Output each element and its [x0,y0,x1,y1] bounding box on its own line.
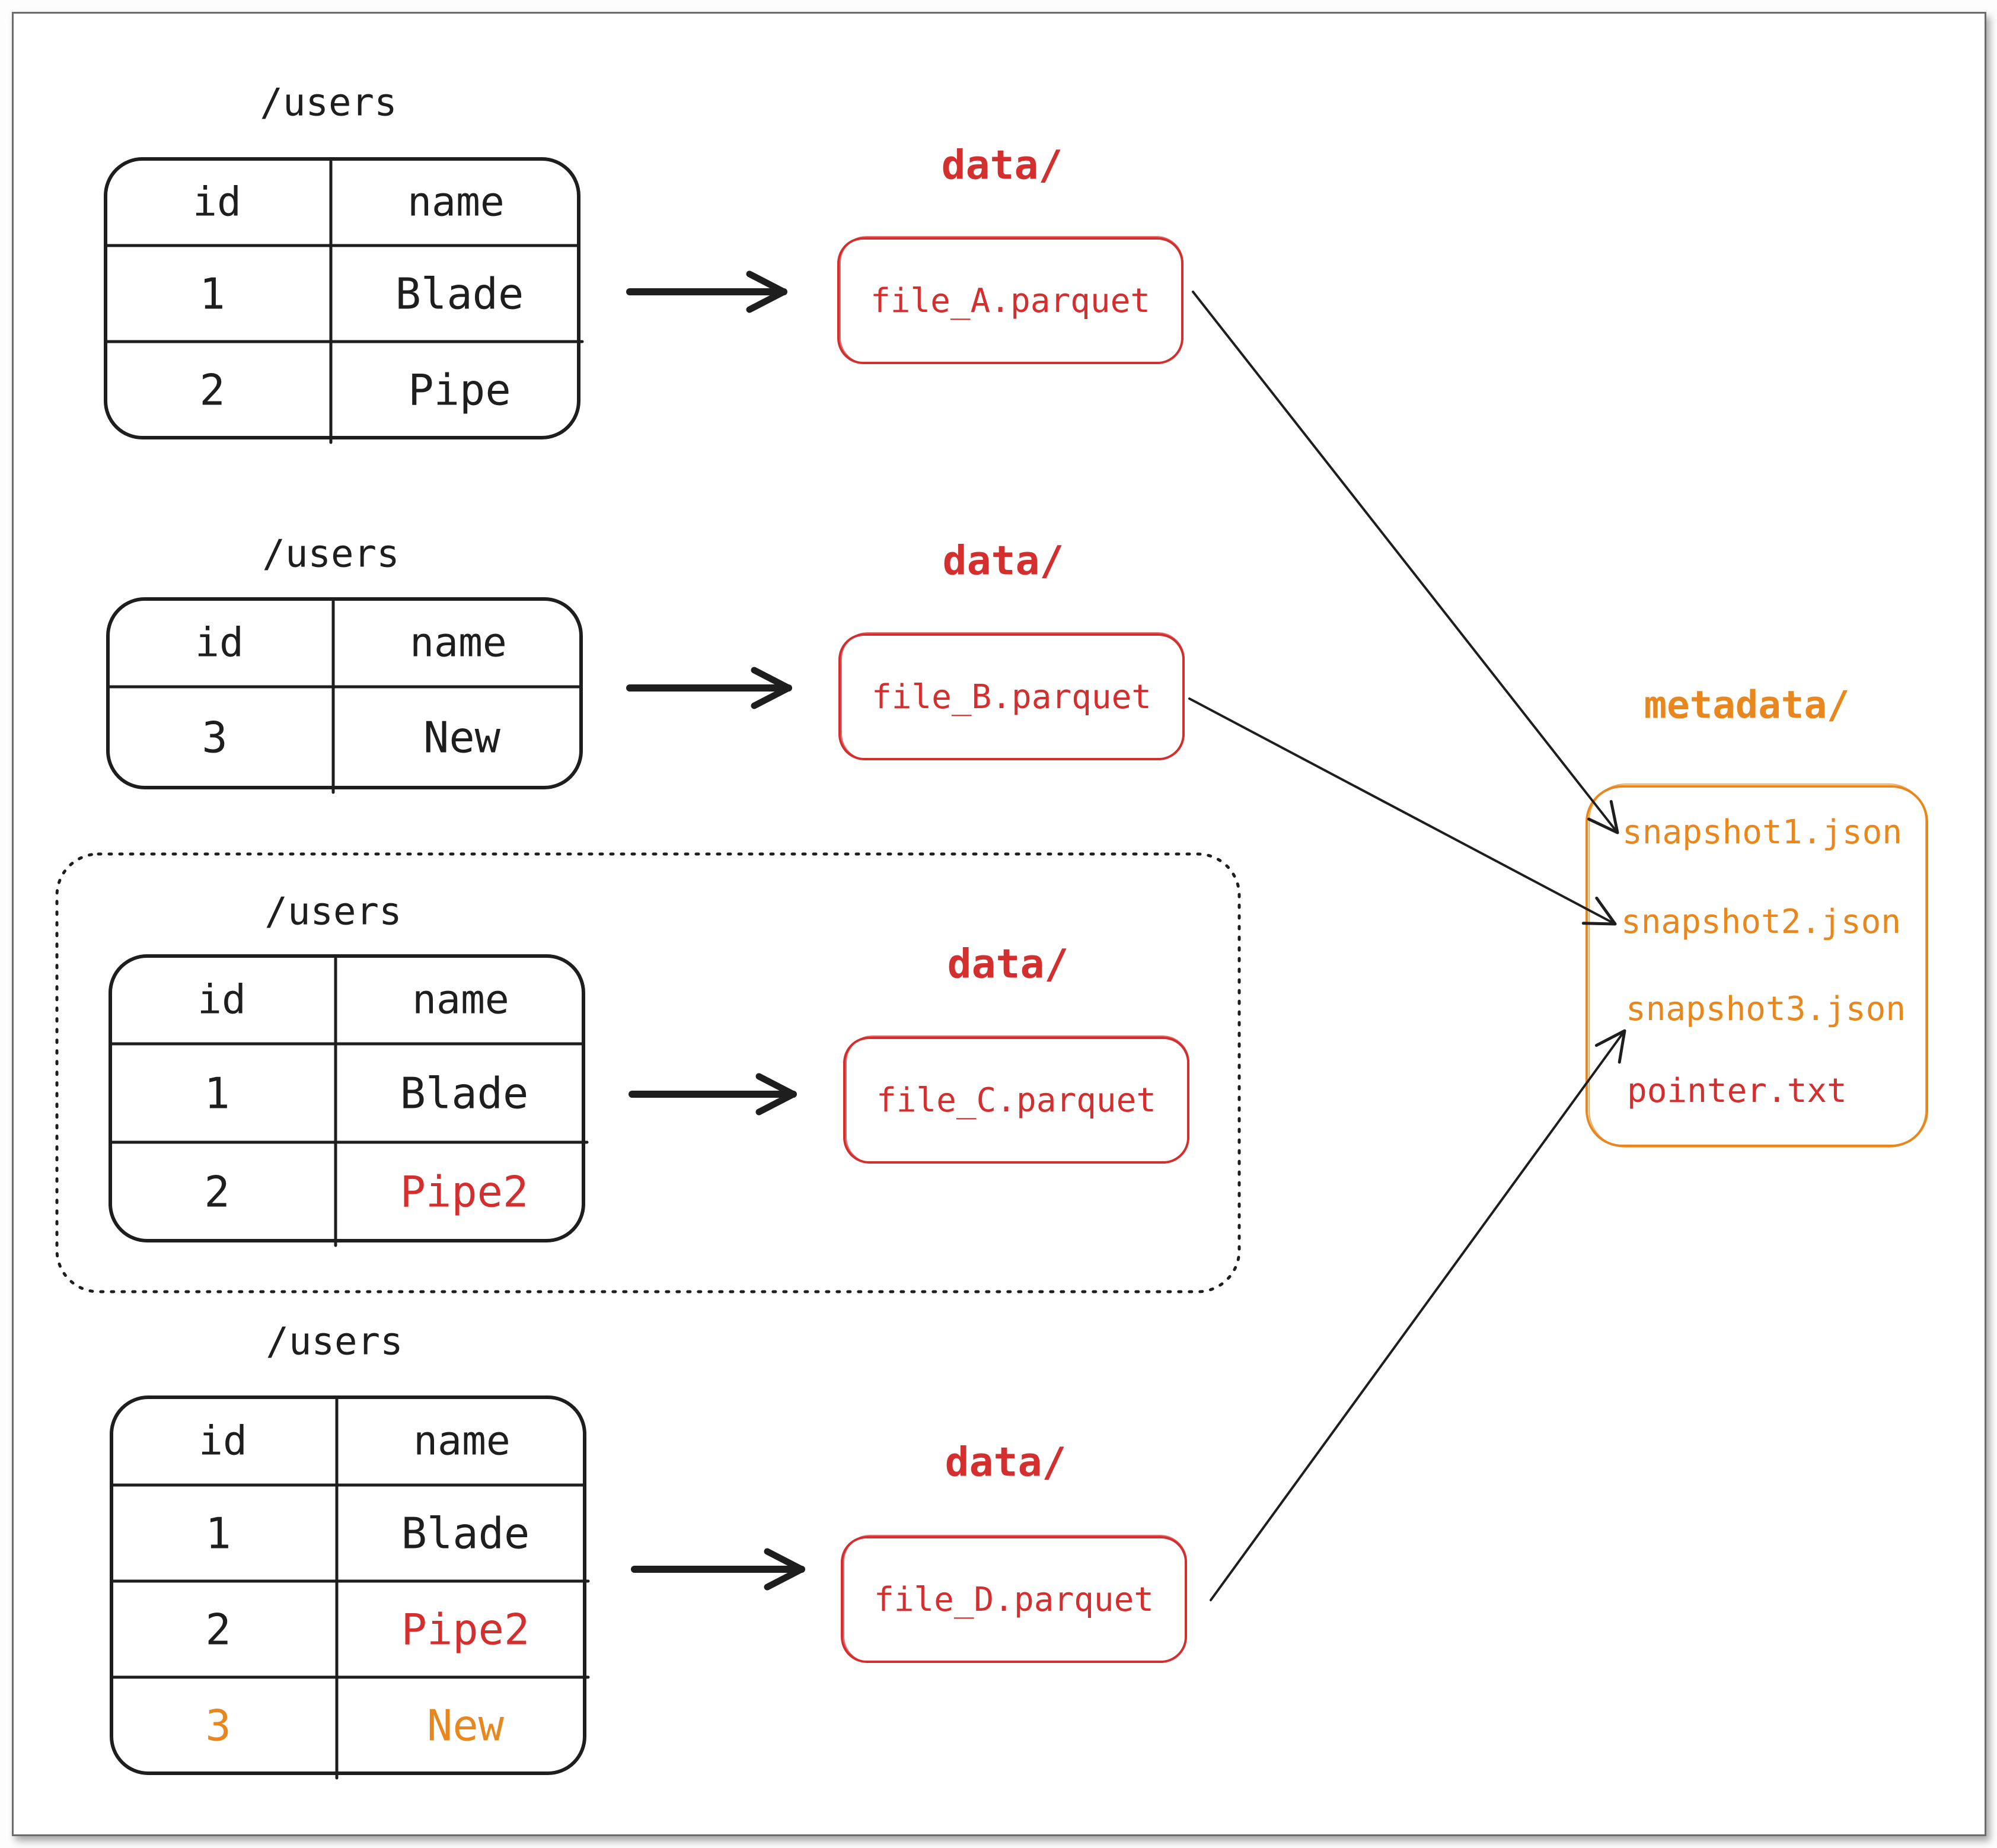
table-border [106,597,583,789]
data-folder-label: data/ [948,941,1069,988]
table-header-id: id [195,620,244,667]
table-cell-id: 2 [199,365,225,415]
file-b-to-snapshot2-arrow [1188,697,1617,926]
table-cell-id: 2 [204,1167,229,1217]
table-header-name: name [412,977,509,1024]
table-title: /users [260,81,397,125]
table-header-id: id [199,1418,247,1465]
parquet-file-box-sketch [843,1535,1187,1663]
table-cell-name: Blade [395,269,524,319]
parquet-file-name: file_C.parquet [876,1081,1156,1120]
table-title: /users [262,533,399,576]
parquet-file-name: file_A.parquet [870,282,1150,320]
current-snapshot-dotted-box [55,852,1241,1293]
metadata-file-name: snapshot1.json [1622,813,1902,852]
table-cell-id: 1 [204,1069,229,1119]
metadata-folder-label: metadata/ [1644,684,1850,728]
table-cell-name: Pipe2 [401,1605,530,1655]
diagram-frame [12,12,1986,1836]
table-to-file-arrow-head [755,1073,797,1116]
table-header-id: id [197,977,246,1024]
metadata-file-name: pointer.txt [1627,1072,1847,1110]
metadata-box-sketch [1588,783,1926,1148]
table-header-id: id [193,179,241,226]
table-to-file-arrow-head [764,1548,805,1591]
table-cell-name: New [423,713,501,763]
metadata-box [1586,785,1928,1147]
table-border [104,157,580,439]
table-cell-id: 3 [202,713,227,763]
table-title: /users [266,1320,403,1364]
data-folder-label: data/ [942,142,1063,189]
table-cell-id: 3 [205,1701,231,1751]
parquet-file-name: file_B.parquet [872,678,1151,716]
file-a-to-snapshot1-arrow [1192,291,1619,834]
table-cell-name: Pipe2 [400,1167,529,1217]
table-to-file-arrow-head [751,667,792,709]
table-header-name: name [407,179,505,226]
table-header-name: name [410,620,507,667]
table-cell-name: New [427,1701,505,1751]
metadata-file-name: snapshot3.json [1626,990,1906,1028]
table-cell-name: Blade [401,1509,530,1559]
table-cell-id: 1 [199,269,225,319]
parquet-file-box-sketch [846,1035,1189,1164]
parquet-file-name: file_D.parquet [874,1581,1154,1619]
table-cell-id: 2 [205,1605,231,1655]
table-border [109,954,585,1242]
table-cell-name: Pipe [408,365,511,415]
parquet-file-box-sketch [841,632,1185,760]
data-folder-label: data/ [943,538,1064,585]
table-header-name: name [413,1418,511,1465]
table-border [110,1395,586,1775]
table-to-file-arrow-head [746,270,787,313]
metadata-file-name: snapshot2.json [1621,903,1901,941]
parquet-file-box-sketch [840,236,1183,364]
table-cell-id: 1 [205,1509,231,1559]
file-d-to-snapshot3-arrow [1210,1029,1626,1601]
data-folder-label: data/ [945,1439,1067,1486]
table-title: /users [264,890,401,934]
table-cell-name: Blade [400,1069,529,1119]
